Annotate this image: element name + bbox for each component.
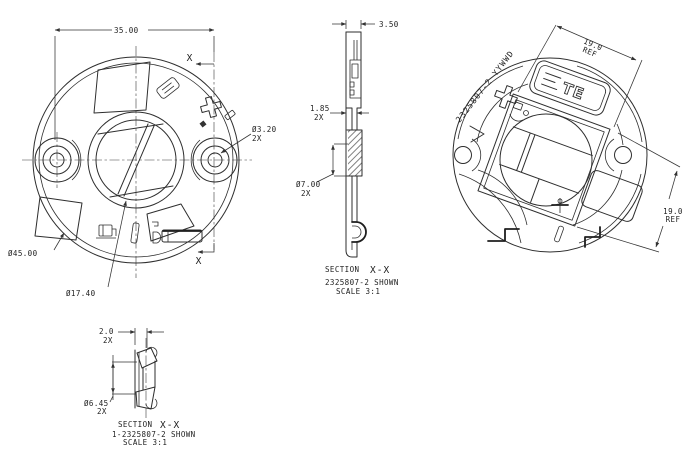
section-x-bottom: X bbox=[196, 256, 203, 267]
dim-hole-qty: 2X bbox=[252, 134, 262, 143]
dim-rib: 1.85 bbox=[310, 104, 330, 113]
slot-mark bbox=[224, 109, 236, 121]
front-leader-outer: Ø45.00 bbox=[8, 232, 65, 258]
dim-flange-qty: 2X bbox=[103, 336, 113, 345]
hook-mark bbox=[152, 221, 159, 227]
back-small-details bbox=[509, 101, 569, 243]
small-dim-bore: Ø6.45 2X bbox=[84, 355, 137, 416]
side-section-view: 3.50 1.85 2X Ø7.00 2X SECTION X-X 232580… bbox=[296, 20, 399, 296]
dim-ref-right: 19.0 bbox=[663, 207, 683, 216]
front-view: 35.00 X X Ø3.20 2X Ø45.00 Ø17.40 bbox=[8, 26, 277, 298]
te-logo-bars bbox=[541, 72, 562, 91]
small-section-label: SECTION X-X 1-2325807-2 SHOWN SCALE 3:1 bbox=[112, 420, 196, 447]
front-leader-bore: Ø17.40 bbox=[66, 200, 127, 298]
dot-mark bbox=[199, 120, 207, 128]
label-small-scale: SCALE 3:1 bbox=[123, 438, 167, 447]
front-outer-circle bbox=[32, 56, 240, 264]
dim-rib-qty: 2X bbox=[314, 113, 324, 122]
label-small-shown: 1-2325807-2 SHOWN bbox=[112, 430, 196, 439]
section-x-top: X bbox=[187, 53, 194, 64]
dim-bore-dia: Ø17.40 bbox=[66, 289, 96, 298]
plus-mark bbox=[200, 96, 222, 118]
small-section-profile bbox=[134, 346, 158, 410]
front-dim-width: 35.00 bbox=[54, 26, 215, 140]
front-leader-hole: Ø3.20 2X bbox=[220, 125, 277, 154]
back-pocket bbox=[581, 170, 643, 222]
front-boss-circle bbox=[87, 111, 185, 209]
dim-boss-dia: Ø7.00 bbox=[296, 180, 321, 189]
back-dim-right: 19.0 REF bbox=[576, 132, 683, 253]
back-dim-top: 19.0 REF bbox=[517, 24, 643, 128]
dim-35: 35.00 bbox=[114, 26, 139, 35]
dim-hole-dia: Ø3.20 bbox=[252, 125, 277, 134]
small-section-view: 2.0 2X Ø6.45 2X SECTION X-X 1-2325807-2 … bbox=[84, 327, 196, 447]
side-section-label: SECTION X-X 2325807-2 SHOWN SCALE 3:1 bbox=[325, 265, 399, 296]
rotor-chords bbox=[499, 126, 593, 203]
dim-boss-qty: 2X bbox=[301, 189, 311, 198]
front-center-slot bbox=[97, 123, 174, 198]
label-section-id: X-X bbox=[370, 265, 390, 276]
dim-outer-dia: Ø45.00 bbox=[8, 249, 38, 258]
hub-hatch bbox=[348, 130, 362, 176]
dim-small-bore-qty: 2X bbox=[97, 407, 107, 416]
te-mark-small bbox=[156, 77, 180, 99]
front-rim-circle bbox=[38, 62, 234, 258]
dim-flange: 2.0 bbox=[99, 327, 114, 336]
key-slot bbox=[130, 222, 140, 244]
sensor-block bbox=[349, 40, 362, 99]
side-dim-thickness: 3.50 bbox=[332, 20, 399, 29]
side-dim-rib: 1.85 2X bbox=[310, 104, 369, 122]
front-view-centerlines bbox=[22, 46, 252, 278]
flat-tab bbox=[161, 229, 203, 243]
d-mark bbox=[152, 231, 161, 244]
label-scale: SCALE 3:1 bbox=[336, 287, 380, 296]
dim-small-bore: Ø6.45 bbox=[84, 399, 109, 408]
front-face-details bbox=[96, 77, 236, 244]
back-rotor-circle bbox=[499, 113, 593, 207]
small-dim-flange: 2.0 2X bbox=[99, 327, 164, 348]
dim-thickness: 3.50 bbox=[379, 20, 399, 29]
front-cutouts bbox=[34, 61, 195, 242]
label-small-section-id: X-X bbox=[160, 420, 180, 431]
front-bore-circle bbox=[95, 119, 177, 201]
back-outer-circle bbox=[452, 57, 648, 253]
label-shown: 2325807-2 SHOWN bbox=[325, 278, 399, 287]
back-view: TE 2325807-2 YYWWD 19.0 REF bbox=[452, 24, 683, 253]
side-dim-boss: Ø7.00 2X bbox=[296, 143, 348, 198]
label-section: SECTION bbox=[325, 265, 359, 274]
back-rim-bands bbox=[457, 65, 643, 248]
back-plus-mark bbox=[494, 85, 518, 109]
dim-ref-right-label: REF bbox=[666, 215, 681, 224]
label-small-section: SECTION bbox=[118, 420, 152, 429]
back-holes bbox=[454, 138, 632, 172]
side-section-profile bbox=[345, 31, 367, 258]
front-section-markers: X X bbox=[187, 53, 215, 267]
front-mount-ears bbox=[34, 137, 238, 183]
connector-mark bbox=[96, 224, 117, 239]
